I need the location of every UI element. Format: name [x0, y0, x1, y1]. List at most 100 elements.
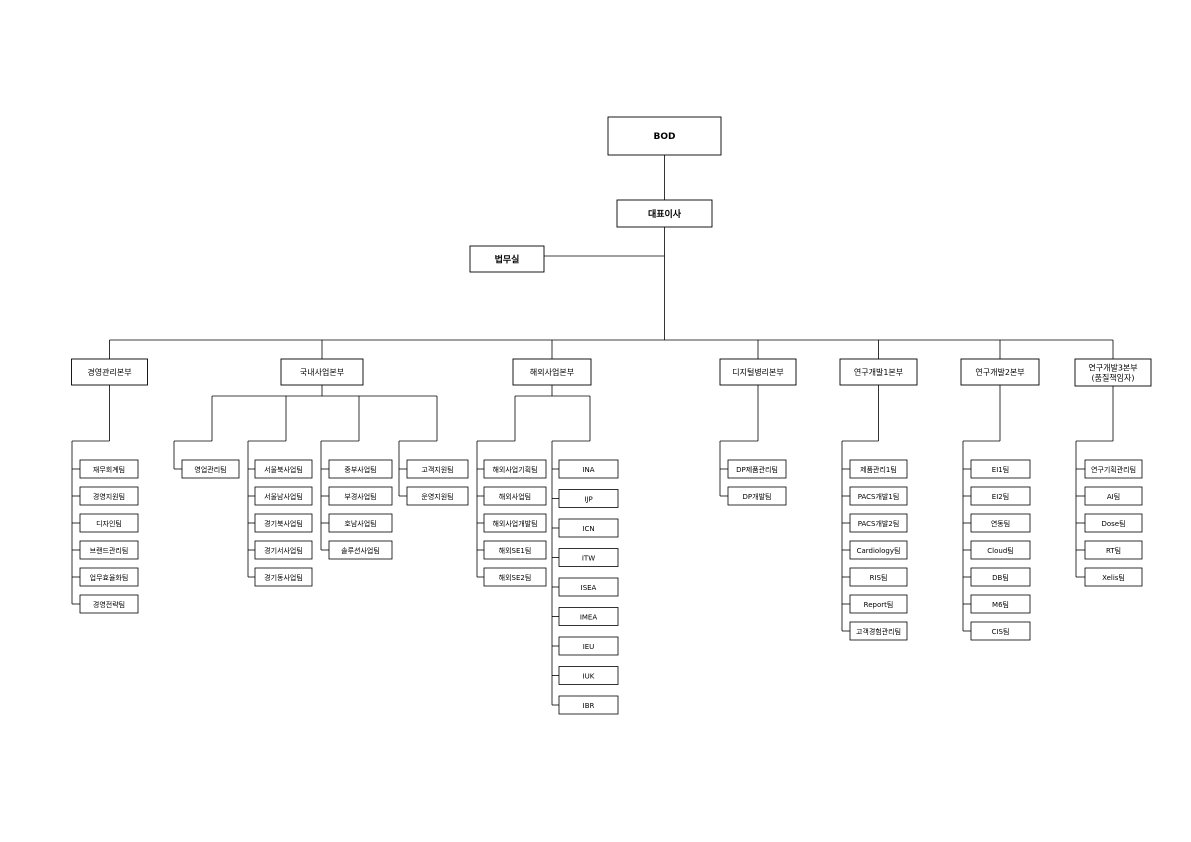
team-box: INA — [558, 459, 619, 479]
team-box-label: 경영전략팀 — [93, 600, 125, 609]
division-5-label: 연구개발1본부 — [854, 367, 903, 377]
team-box-label: ISEA — [581, 584, 597, 592]
team-box-label: 고객경험관리팀 — [856, 627, 901, 636]
team-box: 해외사업기획팀 — [483, 459, 547, 479]
team-box: 중부사업팀 — [328, 459, 393, 479]
team-box: AI팀 — [1084, 486, 1143, 506]
team-box: EI1팀 — [970, 459, 1031, 479]
team-box: IEU — [558, 636, 619, 656]
division-6-label: 연구개발2본부 — [975, 367, 1024, 377]
team-box-label: 해외사업기획팀 — [492, 465, 537, 474]
team-box: 고객경험관리팀 — [849, 621, 908, 641]
team-box-label: 해외사업팀 — [499, 492, 531, 501]
node-ceo: 대표이사 — [616, 199, 713, 228]
team-box-label: Cardiology팀 — [857, 547, 901, 555]
team-box: 경영지원팀 — [79, 486, 139, 506]
division-2: 국내사업본부 — [280, 358, 364, 386]
team-box: 경영전략팀 — [79, 594, 139, 614]
team-box-label: 경기동사업팀 — [264, 573, 303, 582]
team-box: RT팀 — [1084, 540, 1143, 560]
team-box: 연구기획관리팀 — [1084, 459, 1143, 479]
team-box: Cloud팀 — [970, 540, 1031, 560]
division-3: 해외사업본부 — [512, 358, 592, 386]
team-box: 호남사업팀 — [328, 513, 393, 533]
team-box-label: 호남사업팀 — [344, 519, 376, 528]
node-ceo-label: 대표이사 — [648, 208, 682, 220]
team-box-label: ITW — [582, 555, 595, 563]
team-box: EI2팀 — [970, 486, 1031, 506]
team-box-label: IEU — [583, 643, 595, 651]
team-box-label: 솔루션사업팀 — [341, 546, 380, 555]
team-box: 해외SE2팀 — [483, 567, 547, 587]
team-box: IJP — [558, 489, 619, 508]
node-bod-label: BOD — [654, 132, 676, 142]
team-box-label: 중부사업팀 — [344, 465, 376, 474]
team-box: 디자인팀 — [79, 513, 139, 533]
team-box-label: 재무회계팀 — [93, 465, 125, 474]
team-box: Xelis팀 — [1084, 567, 1143, 587]
team-box: 서울북사업팀 — [254, 459, 313, 479]
division-6: 연구개발2본부 — [960, 358, 1040, 386]
team-box-label: 서울남사업팀 — [264, 492, 303, 501]
team-box-label: AI팀 — [1107, 493, 1120, 501]
node-legal-label: 법무실 — [495, 254, 520, 266]
connector-lines — [71, 155, 1114, 706]
team-box-label: 해외사업개발팀 — [492, 519, 537, 528]
team-box: CIS팀 — [970, 621, 1031, 641]
team-box: ICN — [558, 518, 619, 538]
team-box: Report팀 — [849, 594, 908, 614]
team-box-label: RT팀 — [1106, 547, 1121, 555]
team-box: M6팀 — [970, 594, 1031, 614]
team-box: 부경사업팀 — [328, 486, 393, 506]
team-box-label: 경기서사업팀 — [264, 546, 303, 555]
team-box: Dose팀 — [1084, 513, 1143, 533]
team-box-label: M6팀 — [992, 601, 1009, 609]
team-box-label: EI2팀 — [992, 493, 1009, 501]
team-box: 경기동사업팀 — [254, 567, 313, 587]
team-box-label: 브랜드관리팀 — [90, 546, 129, 555]
team-box-label: CIS팀 — [992, 628, 1010, 636]
division-4: 디지털병리본부 — [719, 358, 797, 386]
node-legal: 법무실 — [469, 245, 545, 273]
division-4-label: 디지털병리본부 — [732, 367, 784, 377]
division-3-label: 해외사업본부 — [530, 367, 574, 377]
team-box: 해외사업팀 — [483, 486, 547, 506]
division-7-label: 연구개발3본부 — [1088, 363, 1137, 373]
team-box-label: 서울북사업팀 — [264, 465, 303, 474]
team-box-label: 고객지원팀 — [421, 465, 453, 474]
team-box-label: Dose팀 — [1101, 520, 1125, 528]
team-box: IUK — [558, 666, 619, 685]
team-box: DP개발팀 — [727, 486, 787, 506]
team-box-label: DB팀 — [992, 574, 1009, 582]
team-box: 연동팀 — [970, 513, 1031, 533]
team-box: PACS개발1팀 — [849, 486, 908, 506]
team-box-label: EI1팀 — [992, 466, 1009, 474]
division-5: 연구개발1본부 — [839, 358, 918, 386]
team-box-label: IJP — [584, 496, 592, 504]
team-box: 서울남사업팀 — [254, 486, 313, 506]
team-box: 제품관리1팀 — [849, 459, 908, 479]
team-box-label: INA — [582, 466, 594, 474]
team-box: ITW — [558, 548, 619, 567]
team-box: IBR — [558, 695, 619, 715]
team-box: 업무효율화팀 — [79, 567, 139, 587]
team-box-label: PACS개발1팀 — [858, 492, 900, 501]
team-box-label: IUK — [583, 673, 595, 681]
team-box-label: 연동팀 — [991, 520, 1010, 528]
team-box: PACS개발2팀 — [849, 513, 908, 533]
node-bod: BOD — [607, 116, 722, 156]
team-box-label: 영업관리팀 — [194, 465, 226, 474]
team-box-label: 경영지원팀 — [93, 492, 125, 501]
team-box: 솔루션사업팀 — [328, 540, 393, 560]
team-box-label: Report팀 — [864, 601, 894, 609]
division-1-label: 경영관리본부 — [87, 367, 131, 377]
team-box: 재무회계팀 — [79, 459, 139, 479]
team-box: 운영지원팀 — [406, 486, 469, 506]
team-box: 해외SE1팀 — [483, 540, 547, 560]
team-box-label: 운영지원팀 — [421, 492, 453, 501]
team-box: ISEA — [558, 577, 619, 597]
team-box-label: 경기북사업팀 — [264, 519, 303, 528]
team-box: RIS팀 — [849, 567, 908, 587]
